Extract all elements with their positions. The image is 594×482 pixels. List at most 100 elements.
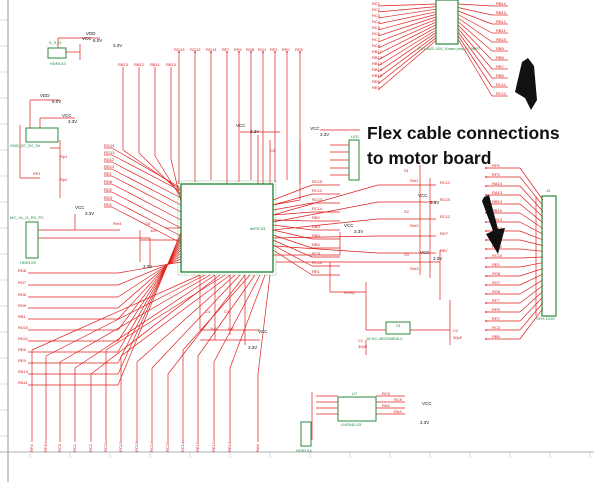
- c2-value: 30pF: [453, 335, 463, 340]
- wire-junction: [485, 275, 487, 277]
- callout-text: Flex cable connections to motor board: [367, 121, 582, 171]
- net-label-top: RF6: [234, 47, 242, 52]
- net-label-mid: RC9: [312, 251, 321, 256]
- header-left-2-footprint: HDR1X5: [20, 260, 37, 265]
- wire-bottom: [213, 274, 261, 363]
- wire-top-conn: [377, 19, 437, 43]
- wire-right-conn: [519, 212, 544, 229]
- v33-label-top: 3.3V: [113, 43, 122, 48]
- wire-right-conn: [519, 230, 544, 241]
- net-label-top: RG14: [206, 47, 217, 52]
- net-label-top2: RB10: [166, 62, 177, 67]
- vcc-label-mid2: VCC: [310, 126, 320, 131]
- v60-label-left: 6.0V: [52, 99, 61, 104]
- wire-top-conn-right: [457, 14, 493, 34]
- wire-mcu-right: [272, 245, 379, 254]
- net-label-switch: RC12: [440, 214, 451, 219]
- wire-junction: [286, 51, 288, 53]
- wire-junction: [485, 167, 487, 169]
- c6-label: C6: [145, 221, 151, 226]
- wire-top-conn: [377, 32, 437, 73]
- wire-junction: [485, 329, 487, 331]
- wire-junction: [226, 51, 228, 53]
- wire-top-conn: [377, 11, 437, 25]
- wire-junction: [210, 51, 212, 53]
- wire-top-conn: [377, 6, 437, 13]
- wire-left-lower: [117, 246, 182, 331]
- net-label-left-lower: RB1: [18, 314, 27, 319]
- header-left-2-label: MC_Vc_G_PD_PC: [10, 215, 44, 220]
- wire-junction: [485, 239, 487, 241]
- net-label-mid: RB5: [312, 242, 321, 247]
- wire-top-conn-right: [457, 21, 493, 52]
- c1-label: C1: [358, 338, 364, 343]
- v60-label-top: 6.0V: [93, 38, 102, 43]
- net-label-bottom: RC2: [88, 443, 93, 452]
- net-label-top: RF7: [222, 47, 230, 52]
- wire-bottom: [59, 274, 211, 363]
- switch-1-label: S1: [404, 168, 410, 173]
- net-label-top: RG13: [174, 47, 185, 52]
- net-label-left: RD3: [104, 195, 113, 200]
- v33-label-sw1: 3.3V: [430, 200, 439, 205]
- net-label-right: RE1: [492, 262, 501, 267]
- net-label-left: RD1: [104, 202, 113, 207]
- wire-top-conn: [377, 29, 437, 67]
- wire-left: [111, 191, 182, 229]
- v33-label-mid: 3.3V: [250, 129, 259, 134]
- wire-bottom: [90, 274, 221, 375]
- net-label-mid: RE1: [312, 269, 321, 274]
- net-label-left: RD8: [104, 179, 113, 184]
- wire-junction: [485, 284, 487, 286]
- net-label-switch: RD7: [440, 231, 449, 236]
- vdd-label-top: VDD: [86, 31, 96, 36]
- rosc-label: ROSC: [344, 290, 356, 295]
- net-label-right: RF5: [492, 172, 500, 177]
- wire-top2: [122, 149, 182, 191]
- net-label-reg: RC9: [394, 397, 403, 402]
- regulator-body: [337, 396, 377, 422]
- net-label-bottom: RC14: [180, 441, 185, 452]
- c6-value: 1uF: [150, 228, 157, 233]
- wire-net-group: [19, 3, 544, 442]
- net-label-reg: RC0: [382, 391, 391, 396]
- net-label-right: RG8: [492, 271, 501, 276]
- net-label-top2: RB13: [118, 62, 129, 67]
- wire-bottom: [182, 274, 251, 351]
- wire-bottom: [105, 274, 226, 351]
- r-switch-3: Rm3: [410, 266, 419, 271]
- net-label-top-conn: RE9: [372, 85, 381, 90]
- net-label-right: RB15: [492, 208, 503, 213]
- net-label-top-conn: RE8: [372, 79, 381, 84]
- wire-left-lower: [117, 252, 182, 309]
- arrow-top-right: [515, 58, 537, 110]
- wire-top-conn: [377, 37, 437, 85]
- v33-label-sw2: 3.3V: [433, 256, 442, 261]
- net-label-top-conn: RC6: [372, 31, 381, 36]
- top-connector: FX1-60S-1SV_Smart pin(r) = 0M*T: [418, 0, 481, 51]
- header-top-left: K_3_G HDR1X3: [47, 40, 67, 66]
- net-label-right: RC3: [492, 325, 501, 330]
- header-bottom-body: [300, 421, 312, 447]
- v33-label-left2: 3.3V: [85, 211, 94, 216]
- crystal-label: X1: [396, 323, 402, 328]
- wire-right-conn: [519, 248, 544, 252]
- net-label-left-lower: RE9: [18, 358, 27, 363]
- wire-left-lower: [117, 243, 182, 342]
- v33-label-bottom: 3.3V: [248, 345, 257, 350]
- right-connector-footprint: SFH-1X20: [536, 316, 555, 321]
- wire-right-conn: [519, 296, 544, 322]
- net-label-right: RG7: [492, 280, 501, 285]
- net-label-right: RA14: [492, 181, 503, 186]
- top-connector-body: [435, 0, 459, 45]
- net-label-top-conn-right: RB13: [496, 10, 507, 15]
- wire-top-conn-right: [457, 10, 493, 25]
- mcu-body: [180, 183, 274, 273]
- r-switch-1: Rm1: [410, 178, 419, 183]
- net-label-top-conn-right: RC11: [496, 82, 507, 87]
- net-label-switch: RC10: [440, 197, 451, 202]
- wire-left: [111, 161, 182, 199]
- net-label-left: RD12: [104, 157, 115, 162]
- re1-label: RE1: [33, 171, 42, 176]
